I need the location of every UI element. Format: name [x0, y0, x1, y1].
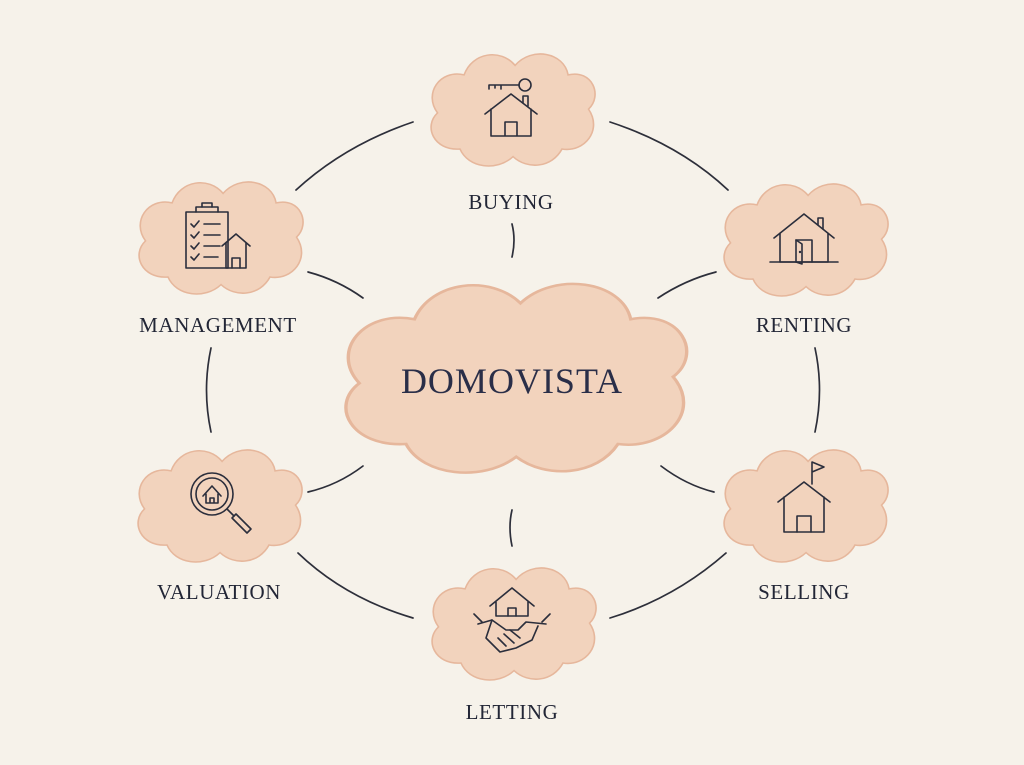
- cloud-valuation: [137, 449, 303, 563]
- center-title: DOMOVISTA: [401, 361, 623, 401]
- cloud-letting: [431, 567, 597, 681]
- house-open-door-icon: [769, 213, 839, 265]
- node-letting: LETTING: [431, 567, 597, 724]
- handshake-house-icon: [473, 587, 551, 653]
- connector-letting-valuation: [297, 552, 414, 619]
- label-letting: LETTING: [466, 700, 559, 724]
- connector-buying-renting: [609, 121, 729, 191]
- magnifier-house-icon: [190, 472, 252, 534]
- center-node: DOMOVISTA: [344, 282, 689, 475]
- house-flag-icon: [777, 461, 831, 533]
- label-renting: RENTING: [756, 313, 852, 337]
- label-valuation: VALUATION: [157, 580, 281, 604]
- key-house-icon: [484, 78, 538, 137]
- spoke-valuation: [307, 465, 364, 493]
- spoke-selling: [660, 465, 715, 493]
- label-selling: SELLING: [758, 580, 850, 604]
- cloud-buying: [430, 53, 596, 167]
- label-buying: BUYING: [468, 190, 553, 214]
- connector-management-buying: [295, 121, 414, 191]
- spoke-letting: [509, 509, 513, 547]
- cloud-management: [138, 181, 304, 295]
- spoke-management: [307, 271, 364, 299]
- ring-connectors: [205, 121, 821, 619]
- node-buying: BUYING: [430, 53, 596, 214]
- connector-selling-letting: [609, 552, 727, 619]
- spoke-renting: [657, 271, 717, 299]
- node-valuation: VALUATION: [137, 449, 303, 604]
- connector-renting-selling: [814, 347, 821, 433]
- spoke-buying: [511, 223, 515, 258]
- label-management: MANAGEMENT: [139, 313, 297, 337]
- node-selling: SELLING: [723, 449, 889, 604]
- spoke-connectors: [307, 223, 717, 547]
- connector-valuation-management: [205, 347, 212, 433]
- cloud-selling: [723, 449, 889, 563]
- clipboard-house-icon: [185, 202, 251, 269]
- node-management: MANAGEMENT: [138, 181, 304, 337]
- node-renting: RENTING: [723, 183, 889, 337]
